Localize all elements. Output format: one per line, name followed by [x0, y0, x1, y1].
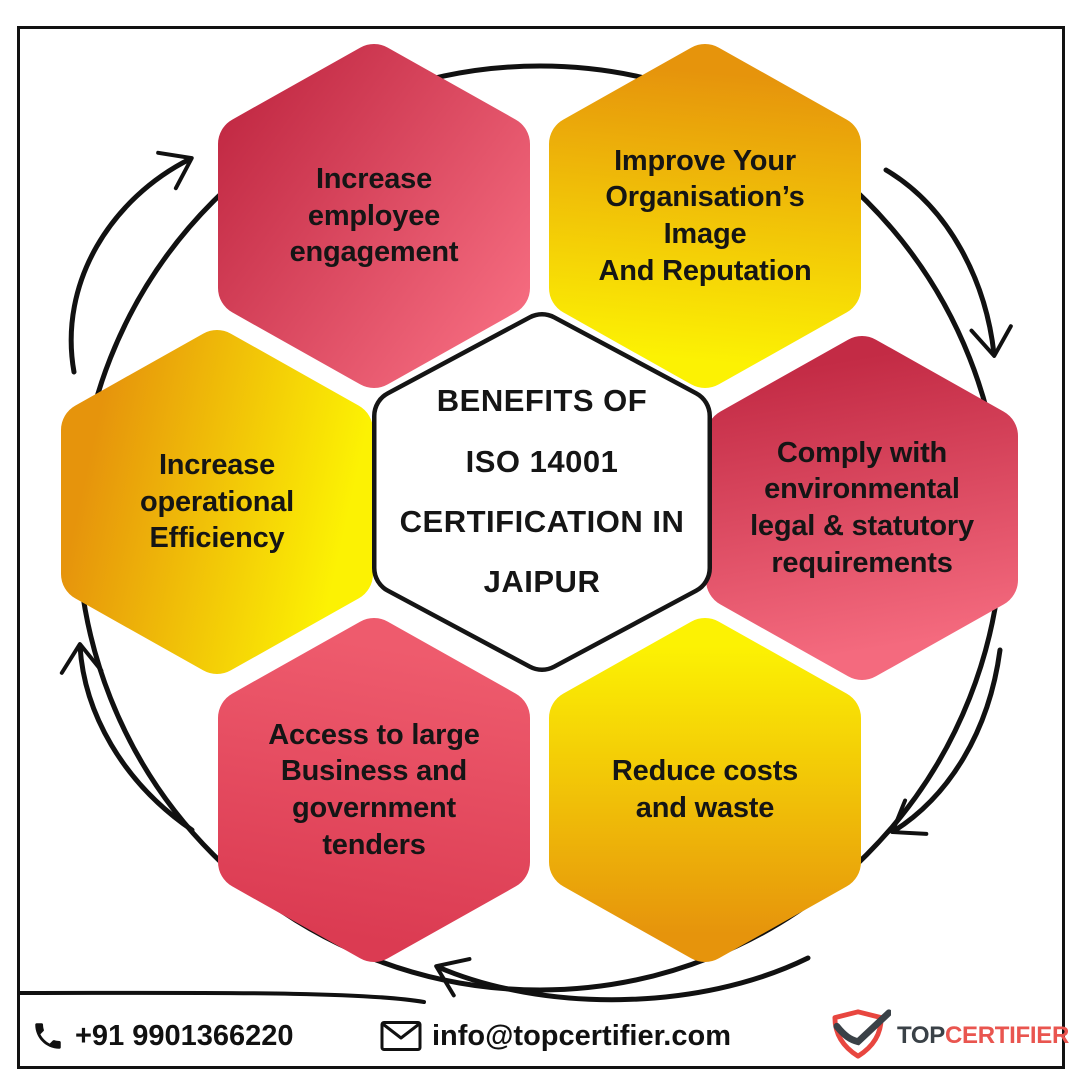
- logo-wordmark: TOPCERTIFIER: [897, 1022, 1069, 1050]
- hexagon-label: Improve Your Organisation’s Image And Re…: [598, 144, 812, 287]
- hexagon-shape-red: [218, 618, 530, 962]
- arrow-bottom-center: [434, 955, 811, 1003]
- hexagon-shape-red: [218, 44, 530, 388]
- hexagon-reduce-costs-waste: Reduce costs and waste: [549, 618, 861, 962]
- arrow-left: [59, 642, 195, 833]
- footer-bar: +91 9901366220 info@topcertifier.com TOP…: [17, 1008, 1069, 1066]
- hexagon-center-title: BENEFITS OF ISO 14001 CERTIFICATION IN J…: [372, 312, 712, 672]
- hexagon-increase-employee-engagement: Increase employee engagement: [218, 44, 530, 388]
- hexagon-label: Comply with environmental legal & statut…: [750, 436, 974, 579]
- hexagon-shape-white: [372, 312, 712, 672]
- hexagon-access-tenders: Access to large Business and government …: [218, 618, 530, 962]
- hexagon-label: Increase employee engagement: [289, 163, 459, 269]
- hexagon-improve-image-reputation: Improve Your Organisation’s Image And Re…: [549, 44, 861, 388]
- diagram-title: BENEFITS OF ISO 14001 CERTIFICATION IN J…: [399, 383, 685, 600]
- hexagon-label: Increase operational Efficiency: [139, 449, 295, 555]
- logo-word-certifier: CERTIFIER: [945, 1022, 1069, 1049]
- hexagon-shape-yellow: [549, 44, 861, 388]
- arrow-bottom-right: [890, 647, 1003, 836]
- hexagon-shape-red: [706, 336, 1018, 680]
- shield-check-icon: [827, 1007, 893, 1066]
- hexagon-operational-efficiency: Increase operational Efficiency: [61, 330, 373, 674]
- hexagon-shape-yellow: [61, 330, 373, 674]
- phone-contact: +91 9901366220: [31, 1010, 294, 1062]
- phone-icon: [31, 1019, 65, 1053]
- topcertifier-logo: TOPCERTIFIER: [827, 1008, 1069, 1062]
- logo-word-top: TOP: [897, 1022, 946, 1049]
- hexagon-shape-yellow: [549, 618, 861, 962]
- hexagon-label: Reduce costs and waste: [611, 755, 799, 824]
- baseline-swoosh: [17, 990, 426, 1004]
- arrow-top-right: [883, 167, 1013, 358]
- email-contact: info@topcertifier.com: [380, 1010, 731, 1062]
- email-address: info@topcertifier.com: [432, 1019, 731, 1052]
- arrow-top-left: [68, 150, 194, 375]
- phone-number: +91 9901366220: [75, 1019, 294, 1052]
- hexagon-comply-environmental: Comply with environmental legal & statut…: [706, 336, 1018, 680]
- hexagon-label: Access to large Business and government …: [268, 718, 480, 861]
- envelope-icon: [380, 1020, 422, 1052]
